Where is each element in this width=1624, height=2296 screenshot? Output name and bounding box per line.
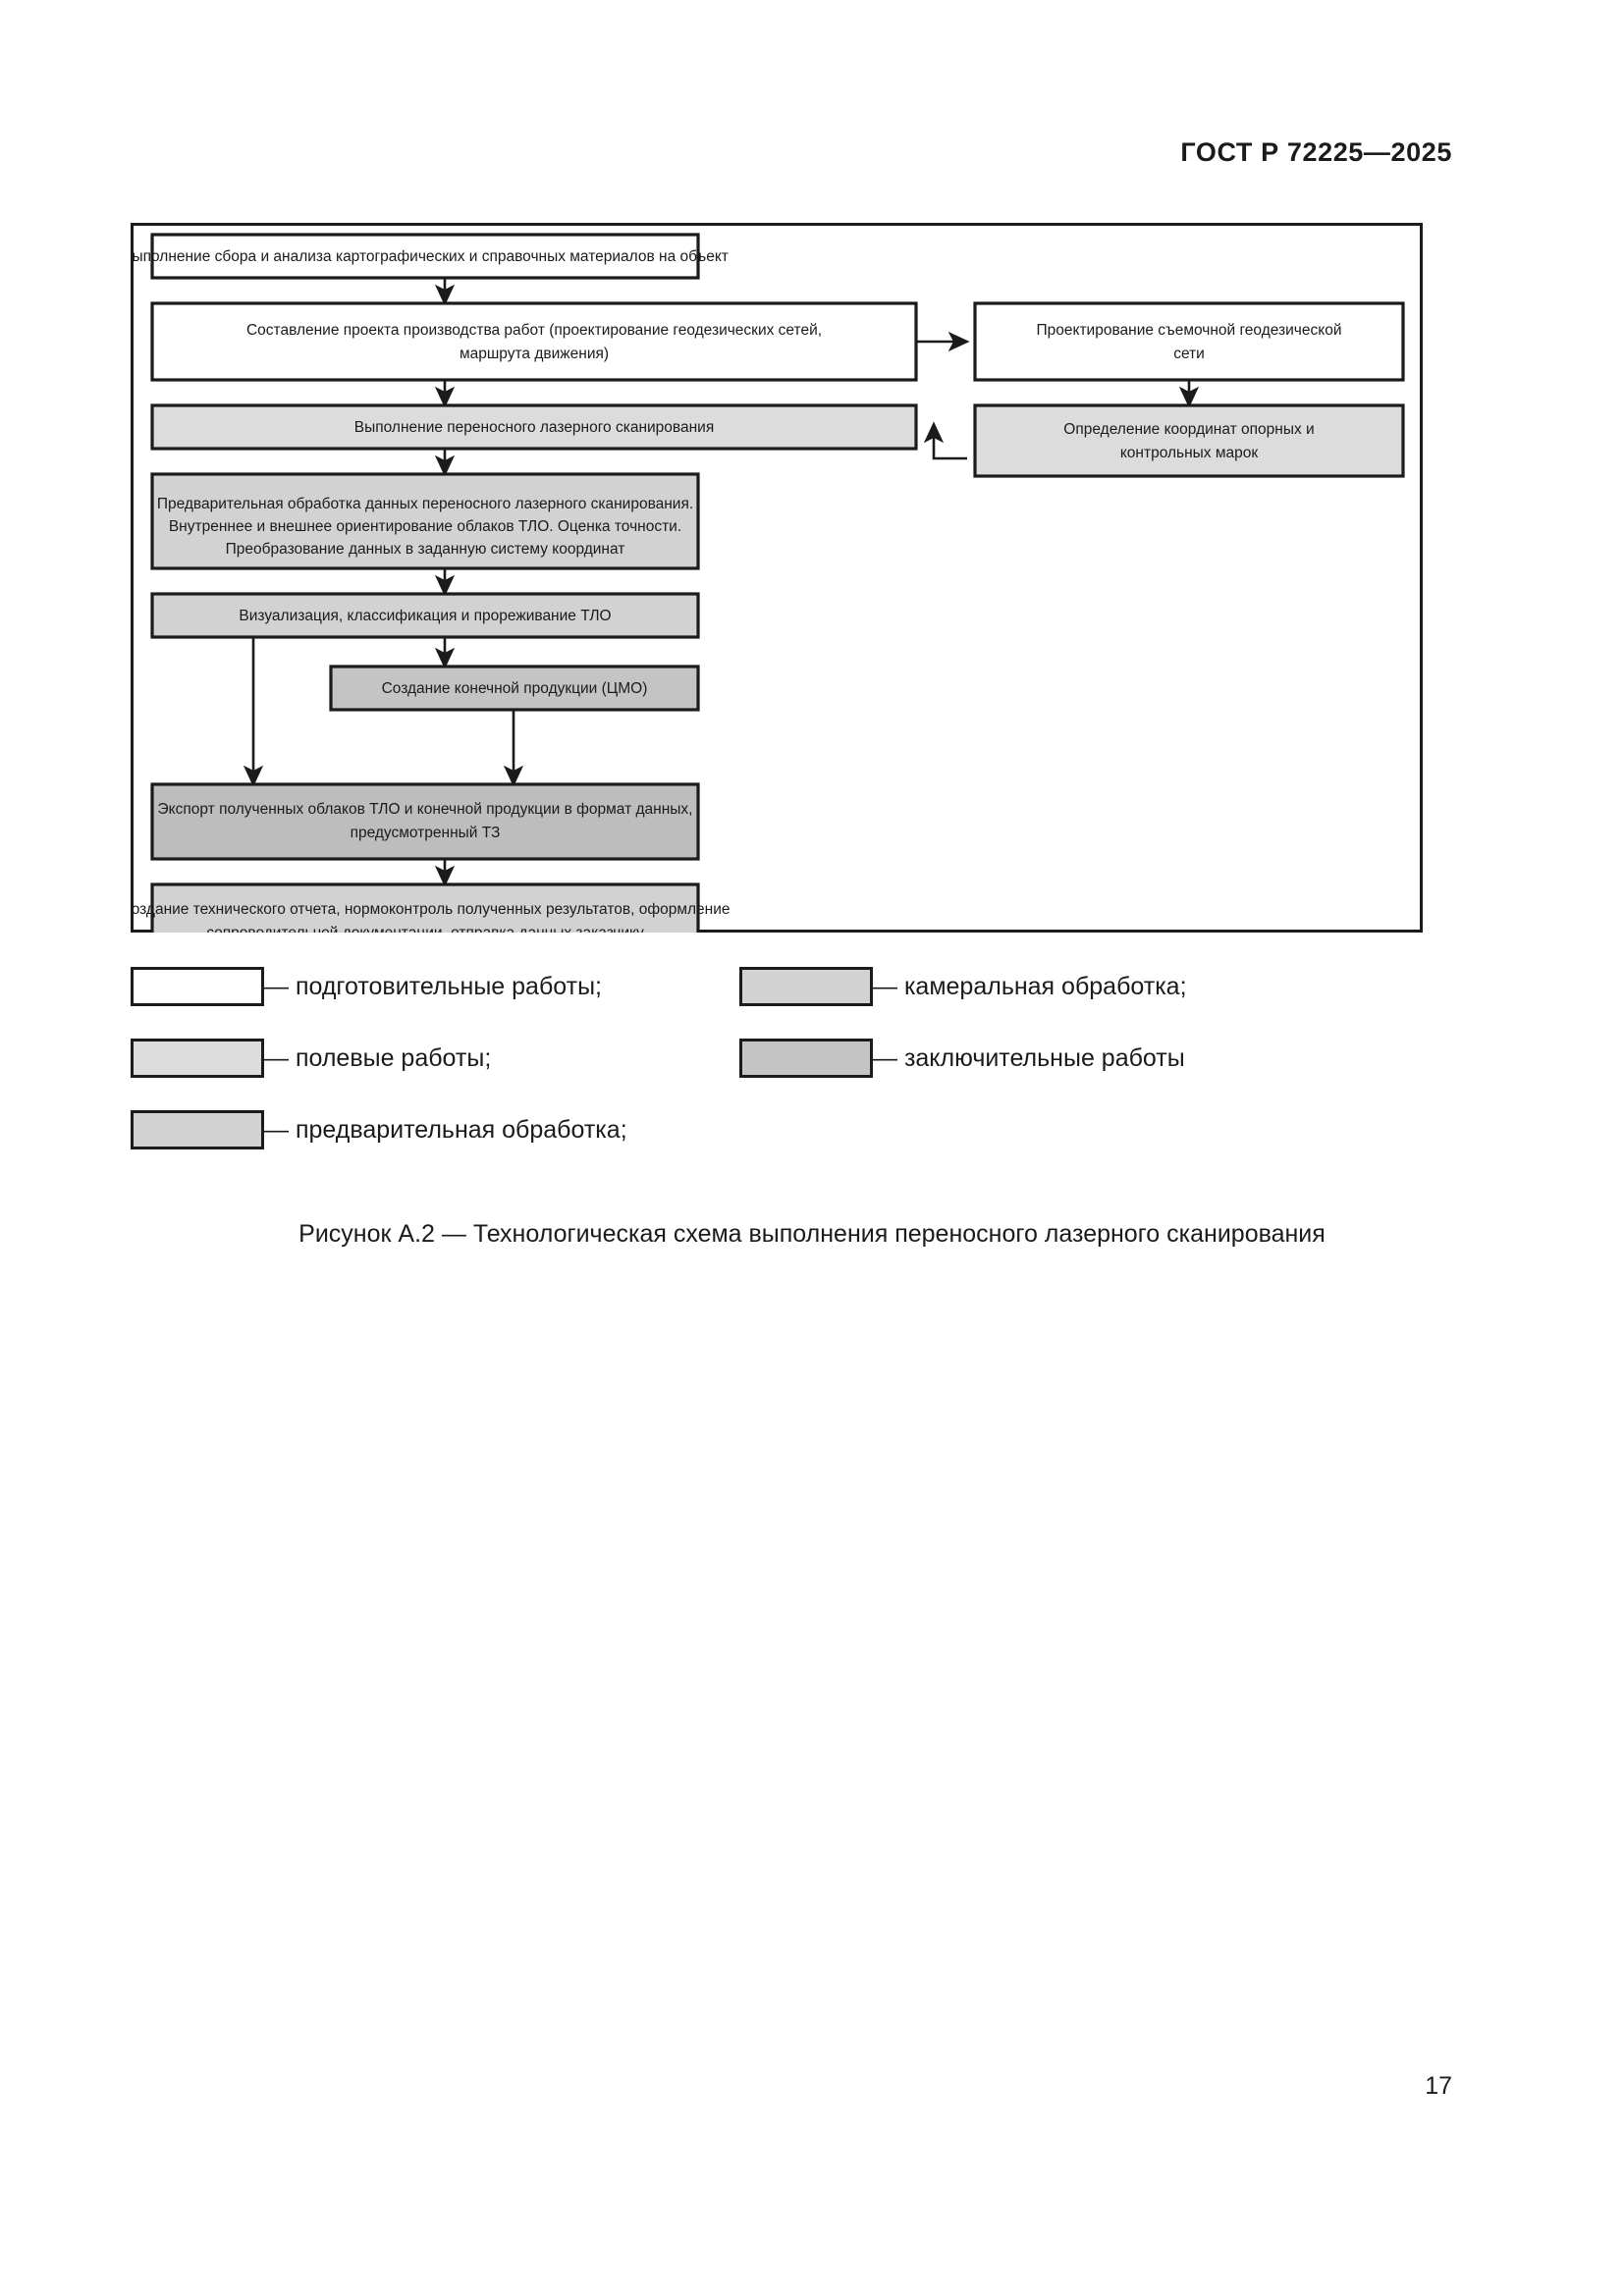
- legend-item-final-works: — заключительные работы: [739, 1039, 1185, 1078]
- legend-item-field-works: — полевые работы;: [131, 1039, 491, 1078]
- legend-item-preliminary-processing: — предварительная обработка;: [131, 1110, 627, 1149]
- figure-border: [131, 223, 1423, 933]
- flow-node-label: Выполнение переносного лазерного сканиро…: [354, 419, 714, 436]
- standard-designation-header: ГОСТ Р 72225—2025: [1180, 137, 1452, 167]
- legend-label-office-processing: — камеральная обработка;: [873, 972, 1187, 1000]
- flow-node-label: Предварительная обработка данных перенос…: [157, 496, 693, 512]
- legend-label-final-works: — заключительные работы: [873, 1043, 1185, 1072]
- flow-node-export-data: Экспорт полученных облаков ТЛО и конечно…: [150, 782, 700, 861]
- legend-label-field-works: — полевые работы;: [264, 1043, 492, 1072]
- flow-node-technical-report: Создание технического отчета, нормоконтр…: [131, 882, 731, 933]
- legend-swatch-office-processing: [739, 967, 873, 1006]
- legend-label-preparatory: — подготовительные работы;: [264, 972, 602, 1000]
- legend-item-office-processing: — камеральная обработка;: [739, 967, 1187, 1006]
- flow-node-label: сопроводительной документации, отправка …: [206, 925, 644, 933]
- flow-node-survey-network-design: Проектирование съемочной геодезической с…: [973, 301, 1405, 382]
- page-number: 17: [1425, 2072, 1452, 2100]
- connector-n5-n4: [923, 421, 967, 460]
- flow-node-label: Создание технического отчета, нормоконтр…: [131, 901, 731, 918]
- flow-node-label: маршрута движения): [460, 346, 609, 362]
- flow-node-label: Составление проекта производства работ (…: [246, 322, 822, 339]
- legend-label-preliminary-processing: — предварительная обработка;: [264, 1115, 627, 1144]
- flow-node-visualization-classification: Визуализация, классификация и прореживан…: [150, 592, 700, 639]
- flow-node-control-marks-coordinates: Определение координат опорных и контроль…: [973, 403, 1405, 478]
- legend-swatch-final-works: [739, 1039, 873, 1078]
- flow-node-label: Определение координат опорных и: [1063, 421, 1314, 438]
- legend-swatch-preparatory: [131, 967, 264, 1006]
- figure-legend: — подготовительные работы; — полевые раб…: [131, 967, 1427, 1183]
- flow-node-preliminary-processing: Предварительная обработка данных перенос…: [150, 472, 700, 570]
- flow-node-work-project: Составление проекта производства работ (…: [150, 301, 918, 382]
- flow-node-label: Создание конечной продукции (ЦМО): [382, 680, 648, 697]
- figure-a2-flowchart: Выполнение сбора и анализа картографичес…: [131, 223, 1423, 933]
- flow-node-label: Визуализация, классификация и прореживан…: [239, 608, 611, 624]
- legend-item-preparatory: — подготовительные работы;: [131, 967, 602, 1006]
- flow-node-label: сети: [1173, 346, 1205, 362]
- figure-caption: Рисунок А.2 — Технологическая схема выпо…: [298, 1220, 1326, 1248]
- flow-node-label: контрольных марок: [1120, 445, 1259, 461]
- flow-node-label: Выполнение сбора и анализа картографичес…: [131, 248, 729, 265]
- flow-node-collect-materials: Выполнение сбора и анализа картографичес…: [131, 233, 729, 280]
- flow-node-label: Преобразование данных в заданную систему…: [226, 541, 625, 558]
- flow-node-label: Проектирование съемочной геодезической: [1037, 322, 1342, 339]
- flow-node-label: Экспорт полученных облаков ТЛО и конечно…: [158, 801, 693, 818]
- flow-node-label: Внутреннее и внешнее ориентирование обла…: [169, 518, 681, 535]
- legend-swatch-field-works: [131, 1039, 264, 1078]
- flow-node-perform-scanning: Выполнение переносного лазерного сканиро…: [150, 403, 918, 451]
- flowchart-svg: Выполнение сбора и анализа картографичес…: [131, 233, 1405, 933]
- flow-node-final-product: Создание конечной продукции (ЦМО): [329, 665, 700, 712]
- legend-swatch-preliminary-processing: [131, 1110, 264, 1149]
- flow-node-label: предусмотренный ТЗ: [351, 825, 501, 841]
